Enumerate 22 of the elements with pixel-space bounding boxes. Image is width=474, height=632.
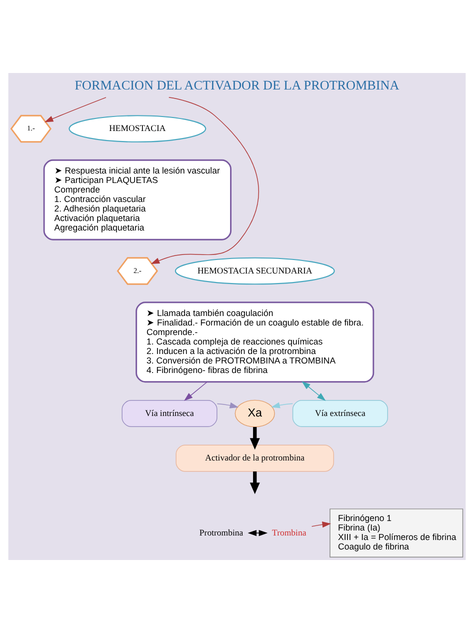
arrow	[216, 402, 239, 408]
node-box: ➤ Llamada también coagulación ➤ Finalidad.- Formación de un coagulo estable de fibra. Comprende.- 1. Cascada compleja de reacciones químicas 2. Inducen a la activación de la protrombina 3. Conversión de PROTROMBINA a TROMBINA 4. Fibrinógeno- fibras de fibrina	[136, 301, 374, 382]
arrow	[311, 521, 332, 528]
arrow	[184, 381, 208, 400]
arrow	[302, 380, 326, 400]
arrow	[150, 96, 259, 264]
node-box: Vía extrínseca	[292, 400, 388, 426]
node-ellipse: HEMOSTACIA SECUNDARIA	[174, 256, 335, 284]
arrow	[250, 470, 260, 494]
node-box: Vía intrínseca	[122, 400, 218, 426]
node-box: ➤ Respuesta inicial ante la lesión vascular ➤ Participan PLAQUETAS Comprende 1. Contracción vascular 2. Adhesión plaquetaria Activación plaquetaria Agregación plaquetaria	[43, 158, 232, 240]
arrow	[248, 529, 268, 536]
node-box: Activador de la protrombina	[176, 444, 334, 472]
node-box: Fibrinógeno 1 Fibrina (Ia) XIII + Ia = Polímeros de fibrina Coagulo de fibrina	[330, 508, 464, 557]
arrow	[44, 96, 106, 122]
node-ellipse: Xa	[234, 399, 275, 427]
node-text: Protrombina	[199, 526, 244, 537]
node-ellipse: HEMOSTACIA	[68, 114, 206, 142]
diagram-title: FORMACION DEL ACTIVADOR DE LA PROTROMBINA	[74, 76, 400, 92]
node-text: Trombina	[272, 526, 306, 537]
arrow	[271, 402, 294, 408]
arrow	[250, 426, 260, 450]
